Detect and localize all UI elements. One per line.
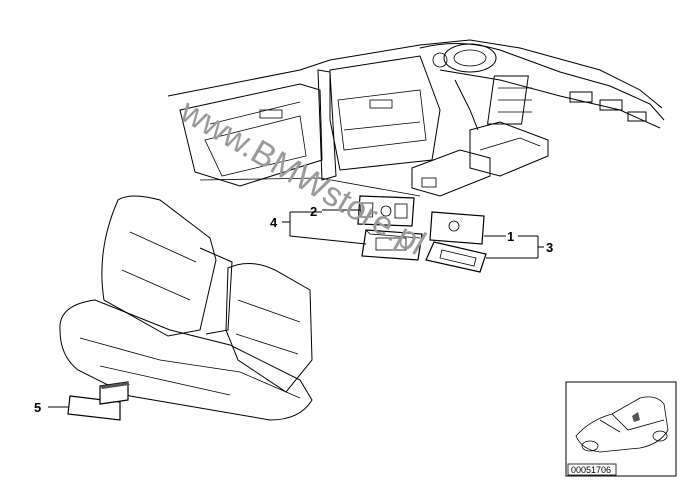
part-1-cover-panel — [429, 211, 485, 245]
part-3-cover-panel — [425, 241, 487, 273]
vehicle-thumbnail: 00051706 — [565, 381, 677, 477]
callout-1: 1 — [507, 229, 514, 244]
part-5-seat-cover — [67, 381, 130, 421]
diagram-reference-code: 00051706 — [571, 465, 611, 475]
rear-seat-illustration — [59, 195, 313, 421]
callout-4: 4 — [270, 215, 278, 230]
callout-5: 5 — [34, 400, 41, 415]
callout-3: 3 — [546, 240, 553, 255]
part-2-cover-panel — [357, 195, 415, 227]
part-4-cover-panel — [361, 229, 423, 261]
leader-lines — [48, 209, 544, 408]
callout-2: 2 — [310, 204, 317, 219]
car-interior-illustration — [167, 39, 665, 197]
